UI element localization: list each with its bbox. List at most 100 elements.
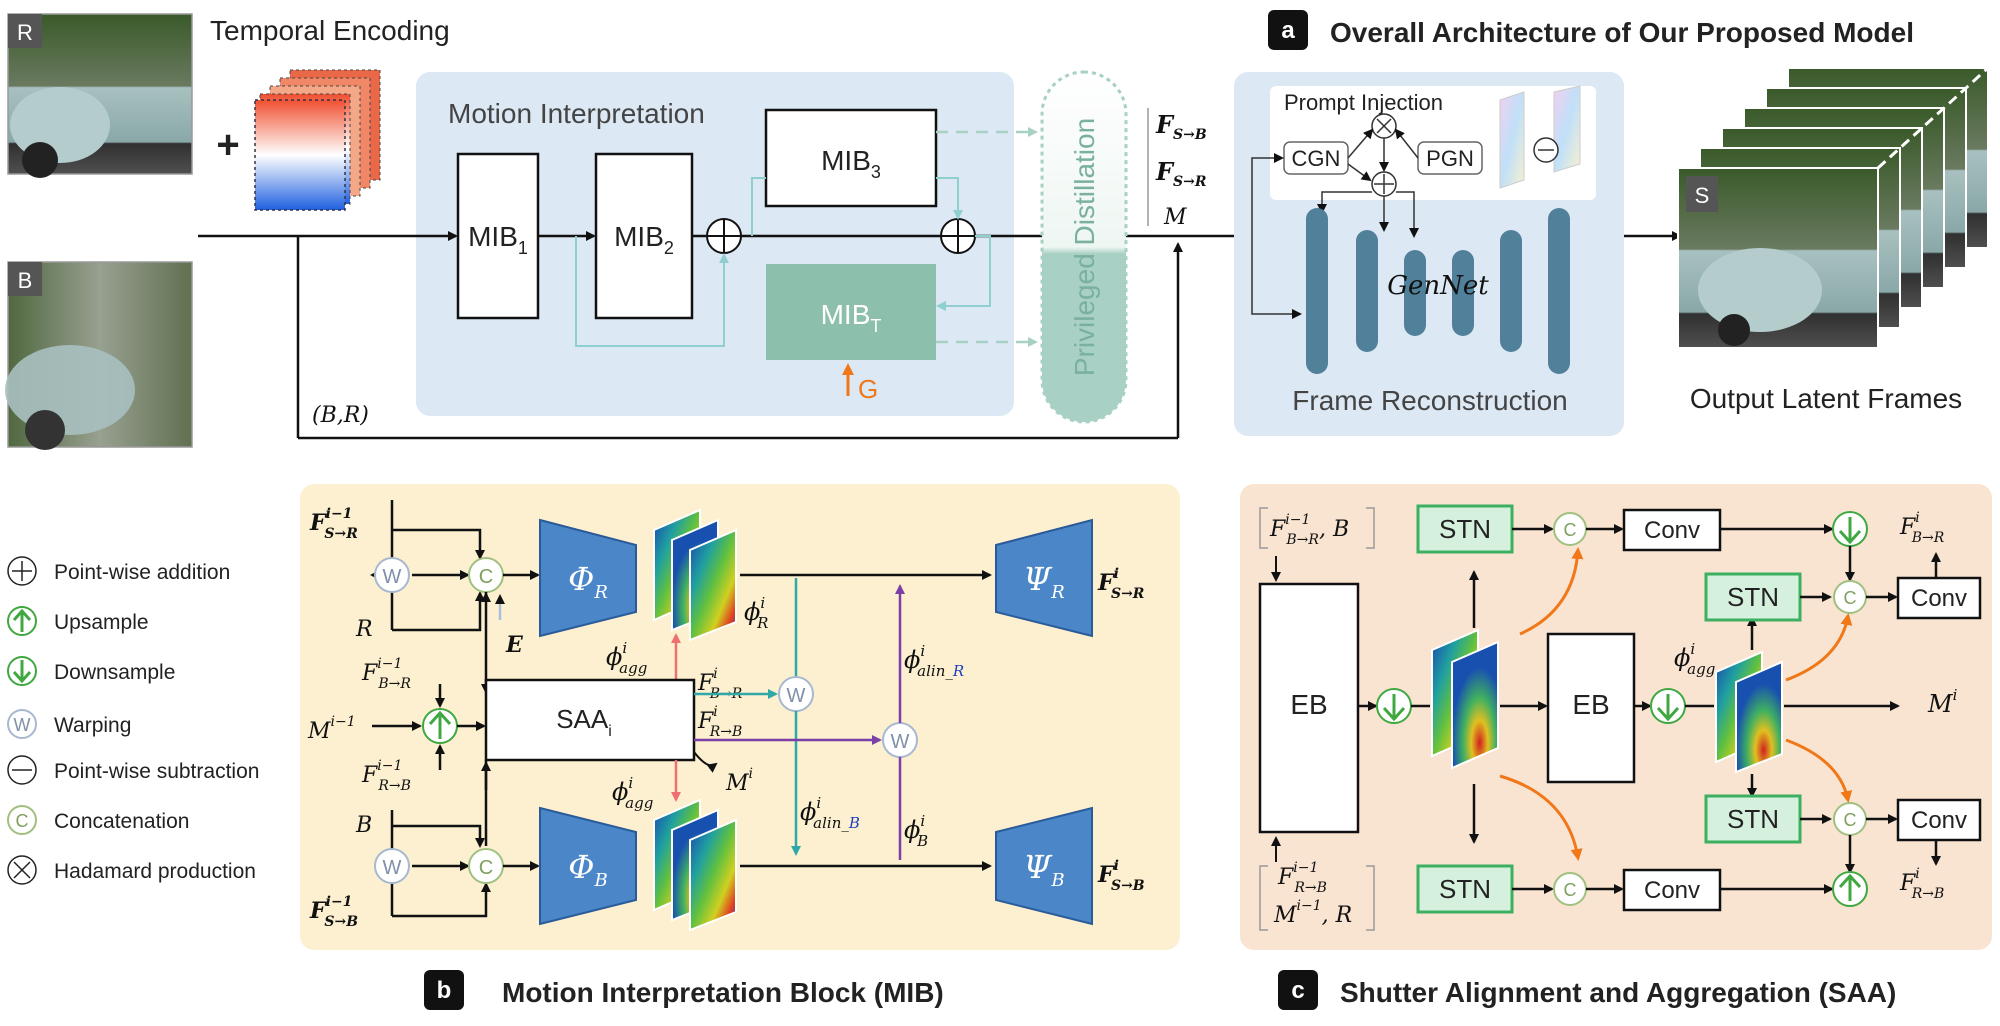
legend-item-upsample: Upsample (7, 606, 149, 636)
svg-text:Point-wise addition: Point-wise addition (54, 561, 230, 584)
svg-text:STN: STN (1727, 582, 1779, 612)
br-label: (B,R) (312, 403, 369, 428)
downsample-circle-c3 (1832, 511, 1868, 547)
svg-text:MIB2: MIB2 (614, 221, 674, 258)
svg-text:EB: EB (1290, 689, 1327, 720)
phi-r-encoder (539, 518, 637, 638)
add-circle-1 (706, 218, 742, 254)
svg-text:Fi−1R→B: Fi−1R→B (1277, 860, 1327, 896)
svg-text:FiS→R: FiS→R (1097, 566, 1144, 602)
svg-text:PGN: PGN (1426, 146, 1474, 171)
svg-text:FS→B: FS→B (1155, 110, 1207, 143)
svg-text:Mi: Mi (1927, 686, 1958, 718)
upsample-circle-c (1832, 871, 1868, 907)
svg-text:W: W (383, 566, 402, 588)
output-latent-frames-label: Output Latent Frames (1690, 383, 1962, 414)
upsample-circle-b (422, 708, 458, 744)
panel-b-title: Motion Interpretation Block (MIB) (502, 977, 944, 1008)
prompt-injection-label: Prompt Injection (1284, 90, 1443, 115)
svg-text:STN: STN (1439, 874, 1491, 904)
svg-text:FiR→B: FiR→B (697, 704, 742, 740)
svg-text:ϕiB: ϕiB (904, 812, 928, 850)
svg-text:ΨB: ΨB (1023, 848, 1064, 891)
svg-text:Conv: Conv (1644, 517, 1700, 544)
eb-block-2 (1546, 632, 1636, 784)
temporal-encoding-label: Temporal Encoding (210, 15, 450, 46)
output-frame-stack: S (1677, 66, 1990, 349)
svg-text:FiS→B: FiS→B (1097, 858, 1145, 894)
svg-text:W: W (787, 685, 806, 707)
legend-item-hadamard: Hadamard production (7, 855, 256, 885)
concat-circle-top: C (468, 557, 504, 593)
hadamard-circle (1371, 113, 1397, 139)
svg-text:EB: EB (1572, 689, 1609, 720)
legend-item-addition: Point-wise addition (7, 556, 230, 586)
svg-text:C: C (1564, 520, 1577, 540)
legend-item-subtraction: Point-wise subtraction (7, 755, 259, 785)
svg-text:W: W (891, 731, 910, 753)
svg-text:C: C (1564, 880, 1577, 900)
svg-text:FS→R: FS→R (1155, 157, 1207, 190)
svg-text:FiR→B: FiR→B (1899, 866, 1944, 902)
mib2-block (594, 152, 694, 320)
svg-text:Mi−1, R: Mi−1, R (1273, 898, 1352, 928)
legend-item-warping: W Warping (7, 709, 131, 739)
feature-maps-c2 (1715, 650, 1783, 774)
conv-block-2 (1896, 576, 1982, 620)
feature-maps-bottom (653, 798, 737, 932)
warp-circle-mid: W (778, 676, 814, 712)
svg-text:Mi: Mi (725, 766, 753, 796)
psi-b-decoder (995, 806, 1093, 926)
panel-a-title: Overall Architecture of Our Proposed Mod… (1330, 17, 1914, 48)
concat-circle-c3: C (1833, 802, 1867, 836)
svg-text:ΨR: ΨR (1023, 560, 1065, 603)
svg-text:C: C (479, 566, 493, 588)
downsample-circle-c2 (1650, 688, 1686, 724)
panel-c-title: Shutter Alignment and Aggregation (SAA) (1340, 977, 1896, 1008)
svg-text:ΦR: ΦR (568, 560, 608, 603)
svg-text:Upsample: Upsample (54, 611, 149, 634)
prompt-images (1499, 85, 1581, 189)
s-label: S (1695, 183, 1710, 208)
svg-text:E: E (505, 632, 524, 658)
psi-r-decoder (995, 518, 1093, 638)
mib3-block (764, 108, 938, 208)
concat-circle-c4: C (1553, 872, 1587, 906)
input-image-b: B (5, 261, 193, 450)
warp-circle-bottom: W (374, 848, 410, 884)
svg-text:c: c (1291, 977, 1304, 1004)
m-label: M (1163, 205, 1187, 230)
feature-maps-c1 (1431, 628, 1499, 770)
svg-text:MIB3: MIB3 (821, 145, 881, 182)
gennet-bars (1306, 208, 1570, 374)
panel-b-badge (424, 970, 464, 1010)
svg-text:Fi−1S→B: Fi−1S→B (309, 894, 358, 930)
eb-block-1 (1258, 582, 1360, 834)
feature-maps-top (653, 508, 737, 642)
privileged-distillation-label: Privileged Distillation (1069, 118, 1100, 376)
svg-text:ϕiR: ϕiR (744, 594, 768, 632)
panel-a-badge (1268, 10, 1308, 50)
input-r-label: R (17, 20, 33, 45)
stn-block-1 (1416, 504, 1514, 554)
frame-reconstruction-label: Frame Reconstruction (1292, 385, 1567, 416)
conv-block-3 (1896, 798, 1982, 842)
svg-text:MIB1: MIB1 (468, 221, 528, 258)
svg-text:Conv: Conv (1911, 807, 1967, 834)
svg-text:Fi−1B→R, B: Fi−1B→R, B (1269, 512, 1349, 548)
svg-text:STN: STN (1439, 514, 1491, 544)
concat-circle-bottom: C (468, 848, 504, 884)
svg-text:Fi−1R→B: Fi−1R→B (361, 758, 411, 794)
concat-circle-c2: C (1833, 580, 1867, 614)
svg-text:C: C (1844, 810, 1857, 830)
legend-item-concatenation: C Concatenation (7, 805, 189, 835)
stn-block-4 (1416, 864, 1514, 914)
svg-text:SAAi: SAAi (556, 704, 612, 740)
panel-b (300, 484, 1180, 950)
svg-text:Concatenation: Concatenation (54, 810, 189, 833)
